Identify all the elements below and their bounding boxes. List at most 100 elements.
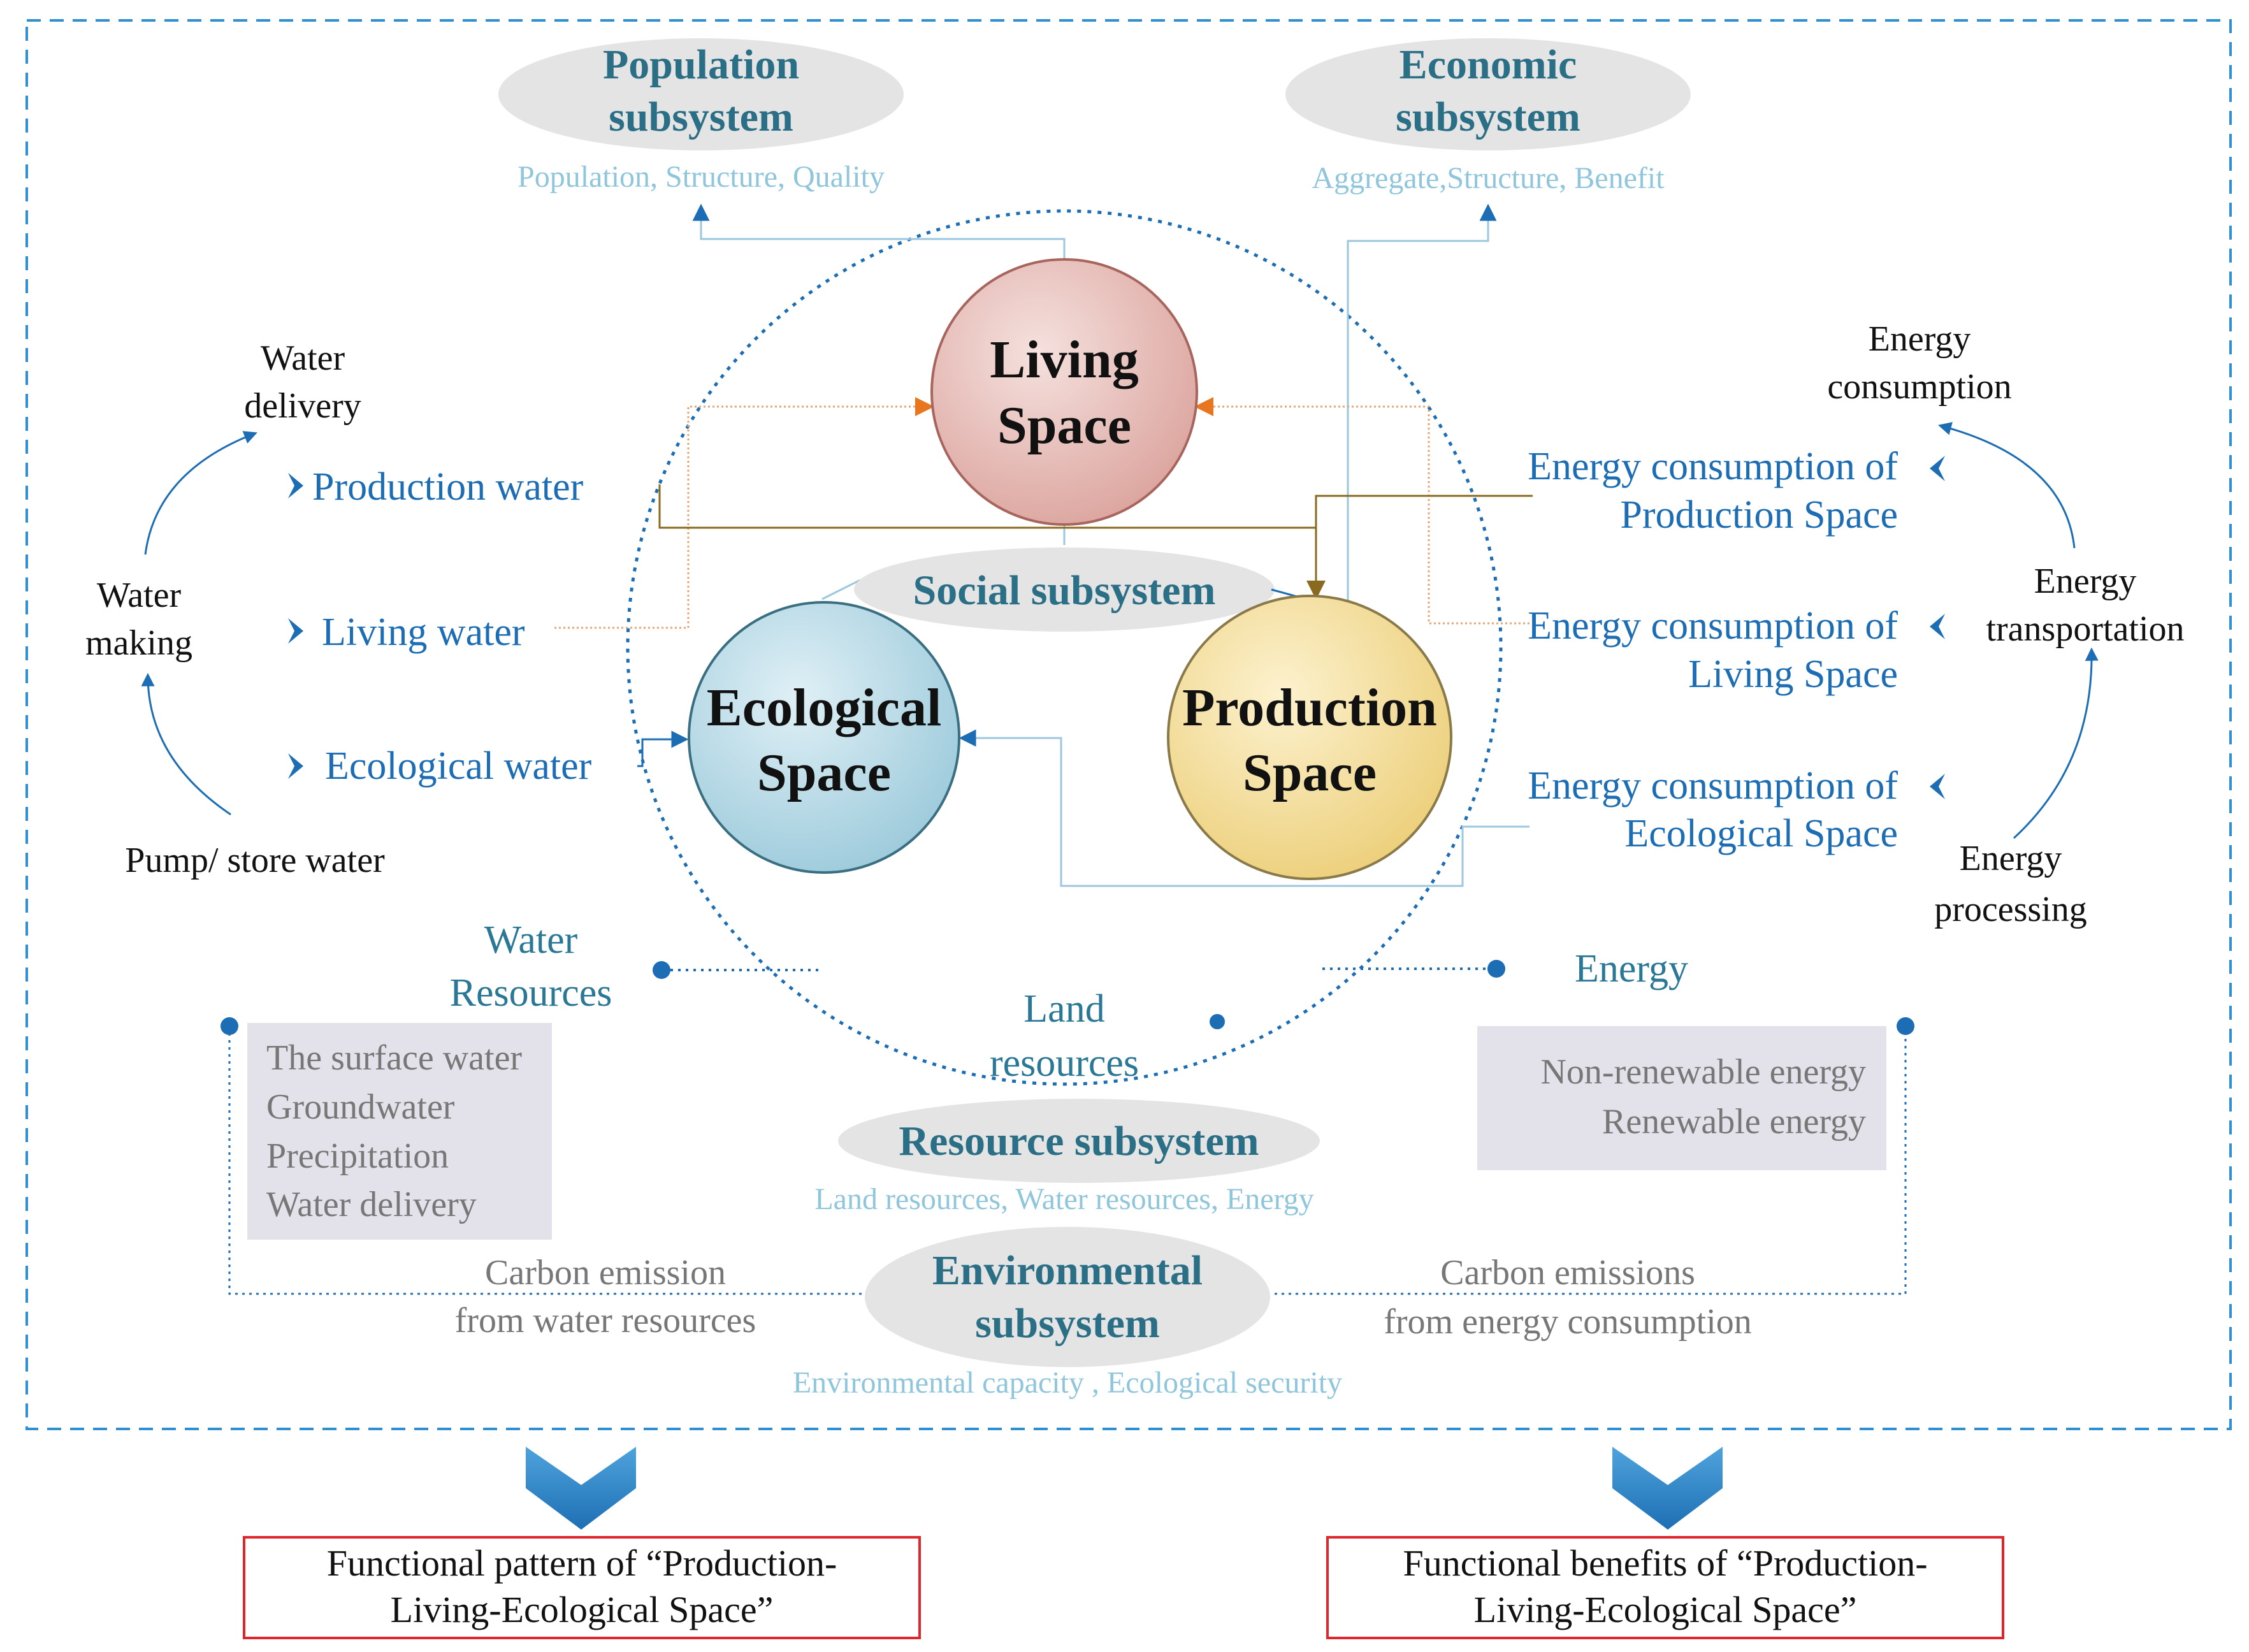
chevron-right-icon bbox=[288, 753, 303, 779]
water-resources-dot bbox=[653, 961, 670, 979]
energy-production-line1: Energy consumption of bbox=[1528, 445, 1898, 488]
population-title-line2: subsystem bbox=[609, 94, 793, 140]
energy-ecological-line1: Energy consumption of bbox=[1528, 764, 1898, 808]
energy-transportation-line1: Energy bbox=[2034, 562, 2137, 601]
energy-consumption-line2: consumption bbox=[1827, 367, 2011, 407]
water-making-line2: making bbox=[85, 623, 192, 663]
water-arc-lower bbox=[141, 672, 231, 816]
chevron-down-icon bbox=[526, 1447, 636, 1530]
chevron-left-icon bbox=[1930, 774, 1945, 799]
energy-production-line2: Production Space bbox=[1620, 493, 1898, 537]
energy-resources-title: Energy bbox=[1575, 947, 1688, 990]
living-water-label: Living water bbox=[322, 611, 525, 654]
energy-consumption-line1: Energy bbox=[1869, 319, 1971, 359]
production-water-to-production-line bbox=[658, 484, 1326, 600]
environmental-title-line2: subsystem bbox=[975, 1300, 1160, 1347]
water-resources: Water Resources The surface water Ground… bbox=[247, 918, 822, 1240]
orange-lines bbox=[554, 397, 1529, 629]
population-oval bbox=[498, 38, 904, 150]
production-to-economic-line bbox=[1347, 203, 1497, 604]
functional-pattern-line1: Functional pattern of “Production- bbox=[327, 1542, 837, 1584]
outer-frame bbox=[25, 19, 2232, 1430]
water-delivery-line2: delivery bbox=[244, 386, 361, 426]
social-to-eco-line bbox=[821, 579, 861, 600]
ecological-space-circle bbox=[688, 601, 960, 874]
energy-transportation-line2: transportation bbox=[1986, 609, 2184, 649]
social-subsystem: Social subsystem bbox=[854, 547, 1307, 632]
water-resources-item: Water delivery bbox=[266, 1185, 477, 1224]
energy-processing-line1: Energy bbox=[1960, 839, 2062, 878]
social-oval bbox=[854, 547, 1275, 632]
carbon-energy-line bbox=[1275, 1026, 1907, 1295]
production-water-label: Production water bbox=[312, 465, 584, 509]
economic-subsystem: Economic subsystem Aggregate,Structure, … bbox=[1285, 38, 1691, 195]
living-to-population-line bbox=[692, 203, 1066, 260]
water-resources-item: Precipitation bbox=[266, 1136, 449, 1176]
water-resources-box bbox=[247, 1023, 552, 1240]
water-uses: Production water Living water Ecological… bbox=[288, 465, 592, 788]
economic-title-line2: subsystem bbox=[1396, 94, 1580, 140]
population-subsystem: Population subsystem Population, Structu… bbox=[498, 38, 904, 194]
functional-benefits-border bbox=[1326, 1536, 2004, 1639]
population-title-line1: Population bbox=[603, 41, 799, 88]
resource-indicators: Land resources, Water resources, Energy bbox=[814, 1182, 1313, 1216]
resource-title: Resource subsystem bbox=[899, 1118, 1259, 1164]
functional-benefits-line2: Living-Ecological Space” bbox=[1474, 1589, 1857, 1630]
energy-living-line1: Energy consumption of bbox=[1528, 604, 1898, 648]
energy-living-line2: Living Space bbox=[1688, 653, 1898, 696]
functional-pattern-border bbox=[243, 1536, 921, 1639]
water-delivery-line1: Water bbox=[261, 338, 345, 378]
water-resources-line2: Resources bbox=[450, 971, 612, 1015]
chevron-right-icon bbox=[288, 473, 303, 498]
carbon-water-line1: Carbon emission bbox=[485, 1253, 726, 1293]
energy-uses: Energy consumption of Production Space E… bbox=[1528, 445, 1945, 855]
energy-ecological-line2: Ecological Space bbox=[1624, 812, 1898, 855]
water-resources-item: Groundwater bbox=[266, 1087, 455, 1127]
land-resources-line1: Land bbox=[1023, 987, 1104, 1031]
economic-title-line1: Economic bbox=[1399, 41, 1577, 88]
central-dotted-circle bbox=[626, 209, 1503, 1086]
brown-lines bbox=[658, 484, 1533, 600]
energy-cycle: Energy consumption Energy transportation… bbox=[1827, 319, 2184, 929]
functional-benefits-box: Functional benefits of “Production- Livi… bbox=[1326, 1536, 2004, 1639]
energy-resources-item: Renewable energy bbox=[1602, 1102, 1866, 1141]
environmental-oval bbox=[865, 1227, 1270, 1367]
living-space-circle bbox=[930, 258, 1198, 526]
living-space-line2: Space bbox=[997, 396, 1131, 455]
resource-oval bbox=[838, 1099, 1320, 1183]
eco-water-to-eco-line bbox=[637, 730, 689, 767]
functional-pattern-line2: Living-Ecological Space” bbox=[391, 1589, 774, 1630]
production-space: Production Space bbox=[1167, 595, 1452, 880]
functional-benefits-line1: Functional benefits of “Production- bbox=[1403, 1542, 1927, 1584]
carbon-water-dot bbox=[221, 1017, 238, 1035]
water-resources-line1: Water bbox=[484, 918, 578, 962]
environmental-subsystem: Environmental subsystem Environmental ca… bbox=[793, 1227, 1342, 1400]
ecological-space-line2: Space bbox=[757, 743, 891, 802]
living-space: Living Space bbox=[930, 258, 1198, 526]
pump-store-water: Pump/ store water bbox=[125, 841, 385, 880]
ecological-water-label: Ecological water bbox=[325, 744, 592, 788]
chevron-down-icon bbox=[1612, 1447, 1723, 1530]
energy-living-to-living-line bbox=[1194, 397, 1529, 625]
energy-eco-to-ecospace-line bbox=[958, 729, 1529, 887]
water-making-line1: Water bbox=[97, 576, 182, 615]
production-space-line2: Space bbox=[1243, 743, 1377, 802]
resource-subsystem: Resource subsystem Land resources, Water… bbox=[814, 1099, 1320, 1216]
chevron-left-icon bbox=[1930, 456, 1945, 481]
carbon-energy-dot bbox=[1897, 1017, 1914, 1035]
production-space-circle bbox=[1167, 595, 1452, 880]
land-resources: Land resources bbox=[990, 987, 1225, 1085]
functional-pattern-box: Functional pattern of “Production- Livin… bbox=[243, 1536, 921, 1639]
environmental-indicators: Environmental capacity , Ecological secu… bbox=[793, 1366, 1342, 1400]
carbon-energy-line1: Carbon emissions bbox=[1440, 1253, 1695, 1293]
energy-resources-dot bbox=[1487, 960, 1505, 978]
water-resources-item: The surface water bbox=[266, 1038, 522, 1078]
energy-production-to-production-line bbox=[1315, 495, 1533, 528]
water-cycle: Water delivery Water making Pump/ store … bbox=[85, 338, 385, 880]
production-space-line1: Production bbox=[1182, 678, 1437, 737]
carbon-energy-line2: from energy consumption bbox=[1384, 1302, 1752, 1342]
energy-resources: Energy Non-renewable energy Renewable en… bbox=[1322, 947, 1886, 1170]
land-resources-dot bbox=[1210, 1014, 1225, 1029]
carbon-lines bbox=[228, 1026, 1907, 1295]
